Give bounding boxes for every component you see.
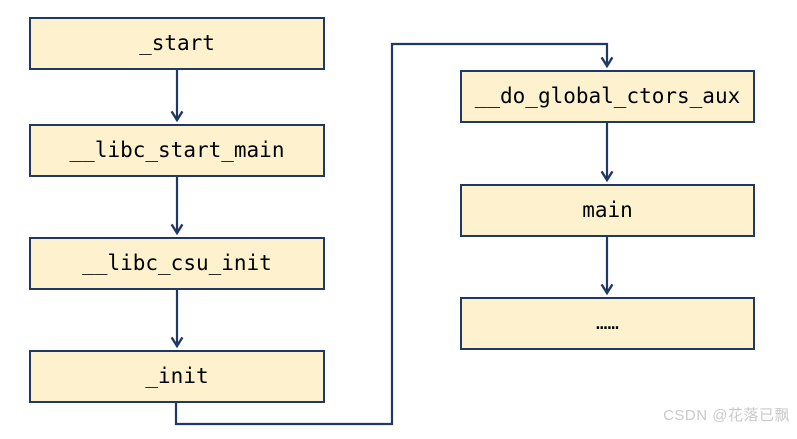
node-start-label: _start [139,31,215,55]
node-init: _init [29,350,325,403]
node-main-label: main [582,198,633,222]
node-libc-csu-init: __libc_csu_init [29,237,325,290]
node-ellipsis: …… [460,297,755,350]
node-libc-csu-init-label: __libc_csu_init [82,251,272,275]
node-start: _start [29,17,325,70]
node-main: main [460,184,755,237]
node-init-label: _init [145,364,209,388]
node-libc-start-main-label: __libc_start_main [69,138,285,162]
node-do-global-ctors-aux: __do_global_ctors_aux [460,70,755,123]
csdn-watermark: CSDN @花落已飘 [663,407,790,424]
node-do-global-ctors-aux-label: __do_global_ctors_aux [474,84,741,108]
node-ellipsis-label: …… [596,312,619,334]
node-libc-start-main: __libc_start_main [29,124,325,177]
